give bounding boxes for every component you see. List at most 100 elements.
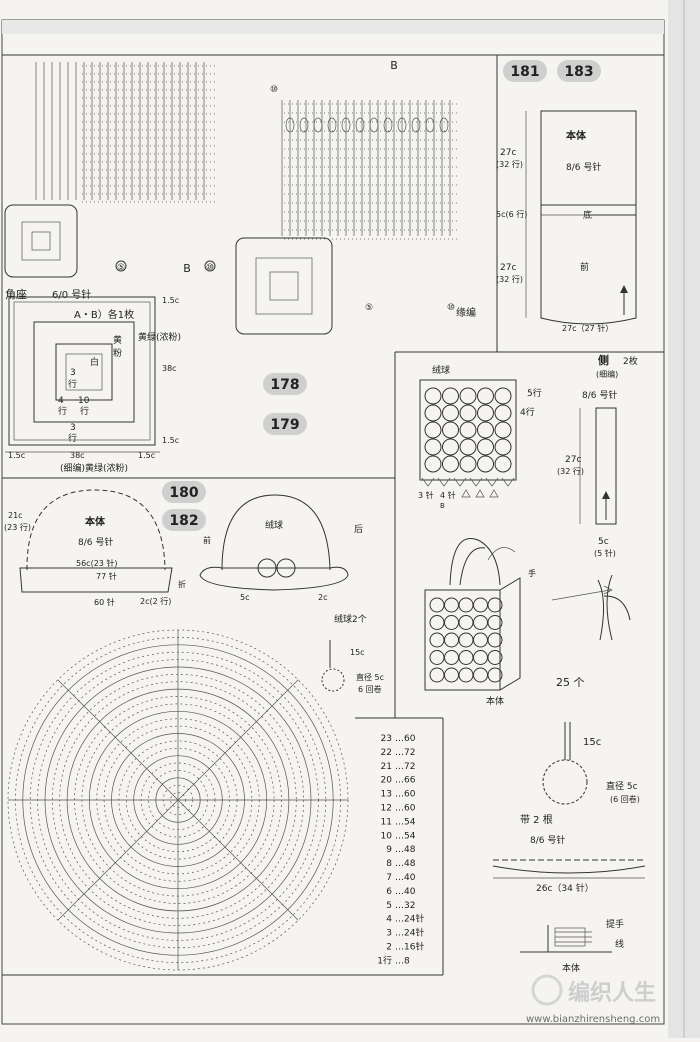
svg-text:1.5c: 1.5c [8, 451, 25, 460]
svg-text:38c: 38c [162, 364, 177, 373]
svg-text:180: 180 [169, 485, 198, 501]
row-stitch-count: …24针 [395, 927, 424, 939]
svg-text:本体: 本体 [562, 962, 580, 974]
row-stitch-count: …60 [395, 734, 416, 744]
svg-text:⑤: ⑤ [117, 263, 125, 273]
section-dividers [2, 54, 664, 976]
pompom-cell [424, 455, 442, 473]
bag-pompom [487, 632, 503, 648]
pompom-cell [477, 438, 494, 456]
granny-square-b: B ⑩ ⑤ ⑩ 缘编 [235, 59, 476, 335]
row-number: 12 [381, 804, 392, 814]
svg-text:本体: 本体 [566, 129, 587, 142]
row-number: 3 [386, 929, 392, 939]
svg-text:56c(23 针): 56c(23 针) [76, 558, 118, 568]
row-number: 22 [381, 748, 392, 758]
svg-text:行: 行 [68, 378, 77, 390]
svg-text:编织人生: 编织人生 [568, 980, 656, 1006]
svg-text:B: B [440, 502, 445, 510]
svg-text:后: 后 [354, 524, 363, 535]
svg-text:181: 181 [510, 64, 539, 80]
svg-text:⑩: ⑩ [447, 303, 455, 313]
svg-text:行: 行 [68, 432, 77, 444]
pompom-cell [442, 455, 459, 473]
svg-text:B: B [183, 262, 191, 275]
svg-text:⑤: ⑤ [365, 303, 373, 313]
svg-text:6/0 号针: 6/0 号针 [52, 288, 91, 301]
hat-pompom-view: 绒球 后 前 5c 2c 绒球2个 15c 直径 5c 6 回卷 [199, 494, 384, 694]
pompom-cell [459, 387, 477, 405]
svg-text:侧: 侧 [598, 353, 609, 367]
bag-body-panel: 本体 8/6 号针 27c (32 行) 5c(6 行) 底 27c (32 行… [496, 110, 637, 333]
svg-text:手: 手 [528, 568, 536, 578]
svg-text:2c(2 行): 2c(2 行) [140, 596, 171, 606]
svg-text:8/6 号针: 8/6 号针 [530, 834, 565, 846]
row-number: 13 [381, 790, 392, 800]
row-number: 10 [381, 831, 393, 841]
badge-183: 183 [557, 60, 601, 82]
svg-text:10: 10 [78, 396, 90, 406]
svg-text:本体: 本体 [85, 515, 106, 528]
row-number: 20 [381, 776, 393, 786]
row-number: 5 [386, 901, 392, 911]
svg-text:5c: 5c [240, 593, 250, 602]
svg-text:白: 白 [90, 356, 99, 368]
svg-text:绒球: 绒球 [432, 364, 450, 376]
svg-text:27c（27 针）: 27c（27 针） [562, 323, 613, 333]
svg-text:提手: 提手 [606, 918, 624, 930]
svg-text:1.5c: 1.5c [162, 436, 179, 445]
svg-text:1.5c: 1.5c [138, 451, 155, 460]
bag-pompom [487, 615, 503, 630]
svg-text:6 回卷: 6 回卷 [358, 684, 382, 694]
svg-text:线: 线 [615, 938, 624, 950]
badge-181: 181 [503, 60, 547, 82]
svg-text:183: 183 [564, 64, 593, 80]
pompom-cell [494, 421, 512, 439]
svg-text:⑩: ⑩ [270, 85, 278, 95]
pompom-cell [477, 421, 494, 439]
svg-text:前: 前 [203, 535, 211, 545]
pompom-cell [424, 421, 442, 439]
svg-text:绒球: 绒球 [265, 519, 283, 531]
pompom-cell [442, 387, 459, 405]
row-stitch-count: …32 [395, 901, 415, 911]
bag-side-panel: 侧 2枚 (细编) 8/6 号针 27c (32 行) 5c (5 针) [557, 353, 638, 558]
crown-spoke [57, 679, 179, 801]
svg-text:1.5c: 1.5c [162, 296, 179, 305]
svg-text:4行: 4行 [520, 406, 535, 418]
motif-layout: 角座 6/0 号针 A・B）各1枚 黄绿(浓粉) 黄 粉 白 3行 4行 10行… [5, 287, 181, 474]
crown-spoke [177, 799, 299, 921]
svg-text:(32 行): (32 行) [496, 159, 523, 169]
round-marker [115, 260, 127, 272]
svg-text:8/6 号针: 8/6 号针 [582, 389, 617, 401]
svg-text:折: 折 [178, 579, 186, 589]
svg-text:27c: 27c [565, 455, 581, 465]
svg-text:15c: 15c [350, 648, 365, 657]
svg-text:3: 3 [70, 423, 76, 433]
badge-180: 180 [162, 481, 206, 503]
pompom-cell [424, 438, 442, 456]
svg-text:(32 行): (32 行) [496, 274, 523, 284]
bag-pompom [487, 650, 503, 665]
pompom-cell [442, 404, 459, 422]
svg-text:8/6 号针: 8/6 号针 [78, 536, 113, 548]
svg-text:(32 行): (32 行) [557, 466, 584, 476]
svg-text:3 针: 3 针 [418, 490, 434, 500]
row-stitch-count: …48 [395, 845, 416, 855]
pompom-cell [494, 387, 512, 405]
pompom-cell [477, 387, 494, 405]
pompom-cell [477, 455, 494, 473]
pompom-cell [494, 404, 512, 422]
bag-pompom [487, 597, 503, 613]
svg-text:178: 178 [270, 377, 299, 393]
svg-text:26c（34 针）: 26c（34 针） [536, 882, 594, 894]
svg-text:3: 3 [70, 368, 76, 378]
svg-text:182: 182 [169, 513, 198, 529]
row-stitch-count: …48 [395, 859, 416, 869]
row-number: 8 [386, 859, 392, 869]
square-a-stitches [35, 62, 218, 203]
row-stitch-count: …60 [395, 804, 416, 814]
svg-text:角座: 角座 [5, 287, 27, 301]
